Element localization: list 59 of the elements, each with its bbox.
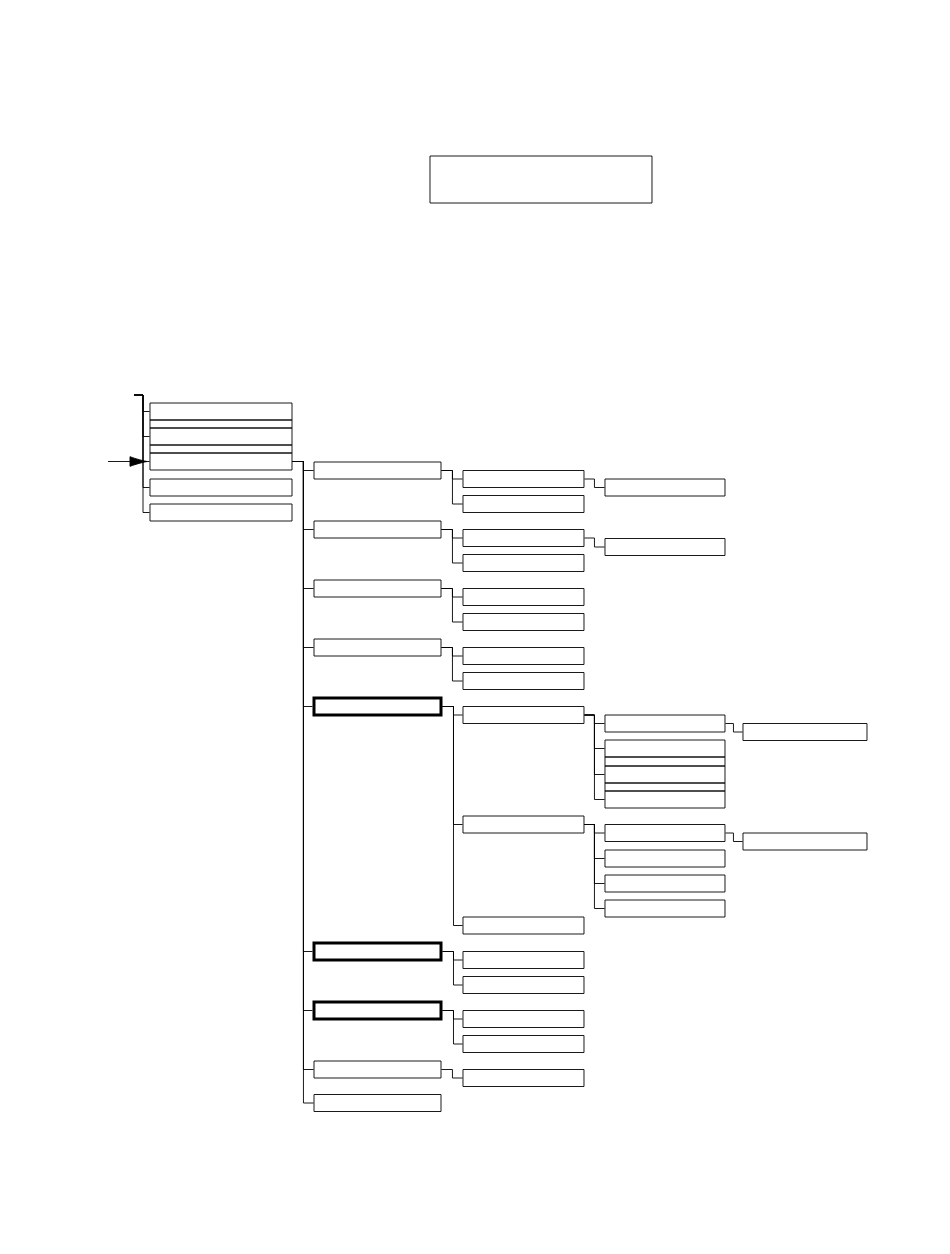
empty-box [462, 495, 585, 513]
connector-line [442, 951, 463, 986]
empty-box [742, 723, 868, 741]
connector-line [584, 824, 605, 909]
arrow [107, 456, 148, 467]
empty-box [604, 790, 726, 809]
empty-box [149, 402, 293, 421]
empty-box [462, 706, 585, 724]
empty-box [462, 976, 585, 994]
connector-line [442, 706, 463, 926]
empty-box [462, 951, 585, 969]
empty-box [604, 849, 726, 868]
empty-box [604, 824, 726, 842]
connector-line [133, 394, 150, 513]
empty-box [313, 1094, 442, 1112]
empty-box [462, 1010, 585, 1028]
connector-line [584, 537, 605, 548]
empty-box [604, 739, 726, 758]
empty-box [313, 461, 442, 480]
empty-box [462, 470, 585, 488]
empty-box [313, 1060, 442, 1079]
connector-line [584, 478, 605, 488]
empty-box [149, 478, 293, 497]
empty-box [462, 588, 585, 606]
empty-box [462, 647, 585, 665]
connector-line [441, 588, 463, 623]
empty-box [313, 579, 442, 598]
empty-box [313, 520, 442, 539]
empty-box [462, 916, 585, 935]
empty-box [462, 529, 585, 547]
empty-box [429, 155, 653, 204]
connector-line [441, 470, 463, 505]
empty-box [462, 613, 585, 631]
empty-box [462, 1069, 585, 1087]
empty-box [149, 427, 293, 446]
empty-box [604, 714, 726, 733]
empty-box [604, 874, 726, 893]
empty-box [149, 503, 293, 522]
connector-line [441, 529, 463, 564]
connector-line [725, 832, 743, 842]
empty-box [313, 638, 442, 657]
bold-outlined-box [312, 696, 443, 717]
empty-box [462, 1035, 585, 1053]
empty-box [462, 815, 585, 834]
bold-outlined-box [312, 941, 443, 962]
bold-outlined-box [312, 1000, 443, 1021]
connector-line [584, 714, 605, 800]
empty-box [149, 452, 293, 471]
connector-line [441, 1069, 463, 1079]
connector-line [441, 647, 463, 682]
empty-box [604, 478, 726, 497]
connector-line [725, 723, 743, 733]
empty-box [742, 832, 868, 851]
empty-box [462, 554, 585, 572]
empty-box [604, 765, 726, 784]
empty-box [462, 672, 585, 690]
empty-box [604, 538, 726, 556]
connector-line [442, 1010, 463, 1045]
empty-box [604, 899, 726, 918]
